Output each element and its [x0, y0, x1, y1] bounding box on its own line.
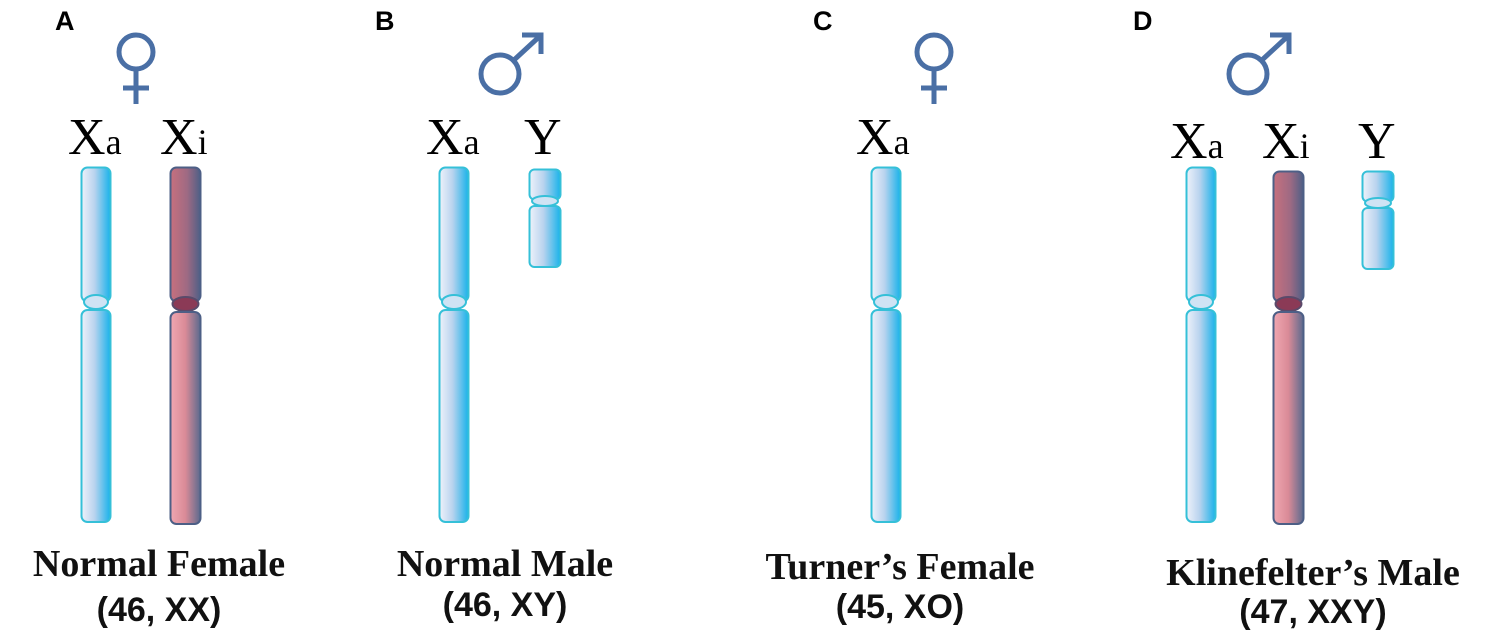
active-x-chromosome — [80, 166, 112, 523]
y-chromosome — [528, 168, 562, 268]
female-symbol-icon — [116, 32, 156, 104]
chromosome-label-xa: Xa — [68, 109, 122, 166]
panel-label: A — [55, 6, 75, 36]
panel-title: Klinefelter’s Male — [1166, 552, 1460, 594]
panel-title: Normal Male — [396, 543, 614, 585]
female-symbol-icon — [914, 32, 954, 104]
panel-title: Normal Female — [32, 543, 286, 585]
panel-label: D — [1133, 6, 1153, 36]
panel-title: Turner’s Female — [765, 546, 1035, 588]
panel-label: C — [813, 6, 833, 36]
chromosome-label-xi: Xi — [160, 109, 208, 166]
karyotype-label: (45, XO) — [835, 588, 965, 626]
chromosome-label-xa: Xa — [1170, 113, 1224, 170]
inactive-x-chromosome — [1272, 170, 1305, 525]
panel-label: B — [375, 6, 395, 36]
karyotype-label: (46, XY) — [442, 586, 568, 624]
active-x-chromosome — [1185, 166, 1217, 523]
chromosome-label-xa: Xa — [426, 109, 480, 166]
male-symbol-icon — [478, 32, 544, 96]
chromosome-label-y: Y — [1358, 113, 1396, 170]
active-x-chromosome — [438, 166, 470, 523]
y-chromosome — [1361, 170, 1395, 270]
karyotype-label: (47, XXY) — [1239, 593, 1387, 631]
inactive-x-chromosome — [169, 166, 202, 525]
male-symbol-icon — [1226, 32, 1292, 96]
chromosome-label-xi: Xi — [1262, 113, 1310, 170]
karyotype-label: (46, XX) — [96, 591, 222, 629]
chromosome-label-xa: Xa — [856, 109, 910, 166]
chromosome-label-y: Y — [524, 109, 562, 166]
active-x-chromosome — [870, 166, 902, 523]
